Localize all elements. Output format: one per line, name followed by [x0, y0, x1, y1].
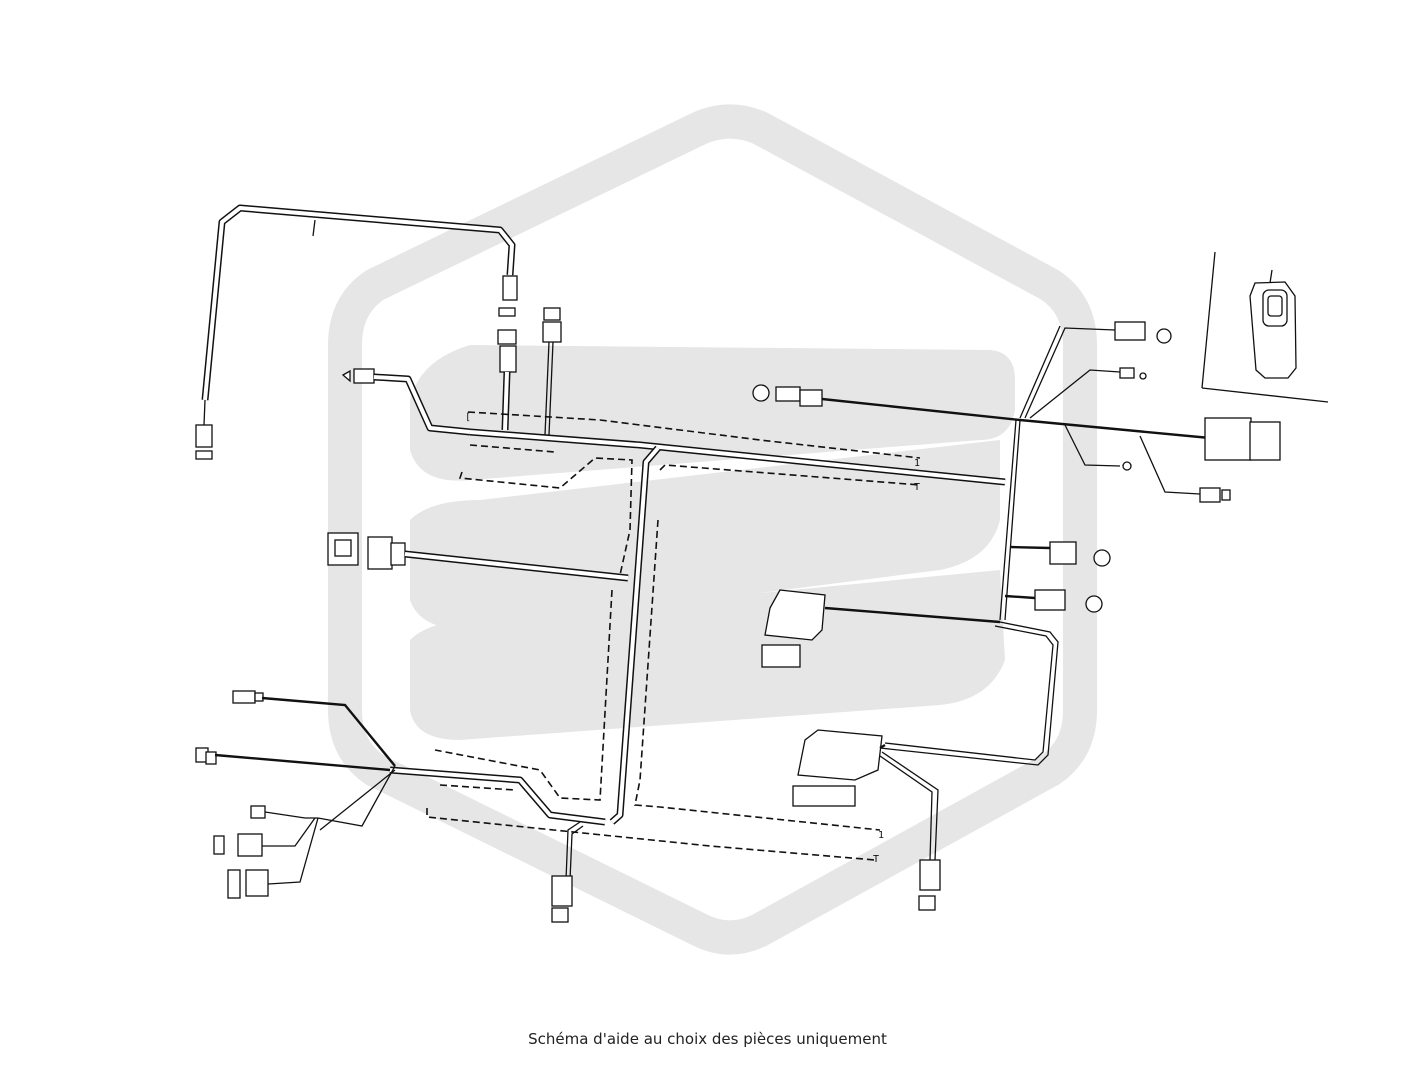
lower-left-connectors	[195, 690, 606, 899]
main-trunk	[469, 419, 1021, 825]
marker-glyphs: [ 1 T 1 T	[465, 412, 920, 865]
dsub-connectors	[761, 589, 1001, 911]
watermark-logo	[328, 104, 1097, 955]
handset-inset	[1201, 251, 1329, 403]
upper-left-branch	[341, 368, 471, 436]
top-loop-cable	[195, 204, 516, 460]
svg-text:T: T	[873, 854, 879, 865]
right-connectors	[752, 321, 1281, 766]
top-loop-end-connector	[195, 424, 213, 448]
svg-text:T: T	[914, 482, 920, 493]
top-center-connectors	[497, 275, 562, 436]
bottom-center-connector	[551, 821, 584, 923]
svg-text:[: [	[465, 412, 471, 423]
left-mid-connectors	[327, 532, 629, 582]
dashed-routes	[426, 411, 921, 861]
diagram-caption: Schéma d'aide au choix des pièces unique…	[528, 1030, 887, 1048]
svg-text:1: 1	[914, 458, 920, 469]
svg-text:1: 1	[878, 830, 884, 841]
